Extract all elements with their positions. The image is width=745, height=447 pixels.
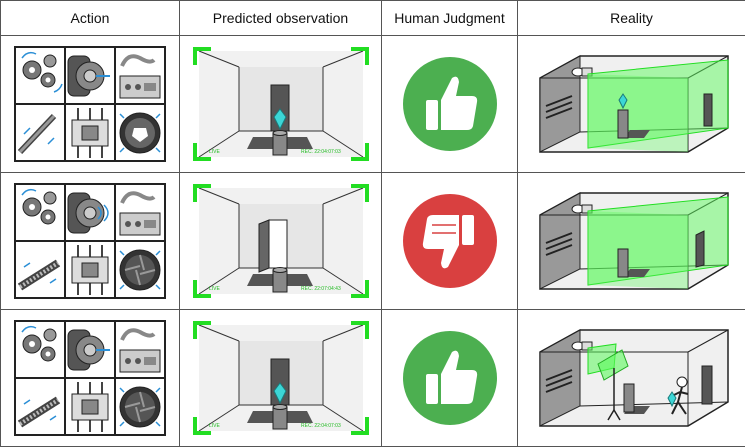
live-label: LIVE: [209, 149, 221, 155]
header-action: Action: [1, 1, 180, 36]
predicted-observation-frame: LIVE REC. 22:04:07:03: [191, 319, 371, 437]
header-predicted-observation: Predicted observation: [180, 1, 382, 36]
rec-timestamp: REC. 22:07:04:43: [301, 286, 341, 292]
table-row: LIVE REC. 22:07:04:43: [1, 173, 745, 310]
thumbs-up-icon: [402, 56, 498, 152]
rec-timestamp: REC. 22:04:07:03: [301, 423, 341, 429]
thumbs-up-icon: [402, 330, 498, 426]
header-human-judgment: Human Judgment: [382, 1, 518, 36]
aperture-icon: [120, 250, 160, 290]
table-row: LIVE REC. 22:04:07:03: [1, 36, 745, 173]
predicted-observation-frame: LIVE REC. 22:07:04:43: [191, 182, 371, 300]
action-grid-illustration: [14, 46, 166, 162]
action-grid-illustration: [14, 183, 166, 299]
door-open: [259, 220, 269, 272]
aperture-icon: [120, 387, 160, 427]
reality-room-scene: [532, 185, 732, 297]
reality-room-scene: [532, 48, 732, 160]
relay-icon: [72, 245, 108, 295]
table-row: LIVE REC. 22:04:07:03: [1, 310, 745, 447]
live-label: LIVE: [209, 423, 221, 429]
rec-timestamp: REC. 22:04:07:03: [301, 149, 341, 155]
header-row: Action Predicted observation Human Judgm…: [1, 1, 745, 36]
thumbs-down-icon: [402, 193, 498, 289]
aperture-icon: [120, 113, 160, 153]
header-reality: Reality: [518, 1, 745, 36]
action-grid-illustration: [14, 320, 166, 436]
relay-icon: [72, 108, 108, 158]
relay-icon: [72, 382, 108, 432]
live-label: LIVE: [209, 286, 221, 292]
predicted-observation-frame: LIVE REC. 22:04:07:03: [191, 45, 371, 163]
reality-room-scene: [532, 322, 732, 434]
door-open: [696, 231, 704, 267]
